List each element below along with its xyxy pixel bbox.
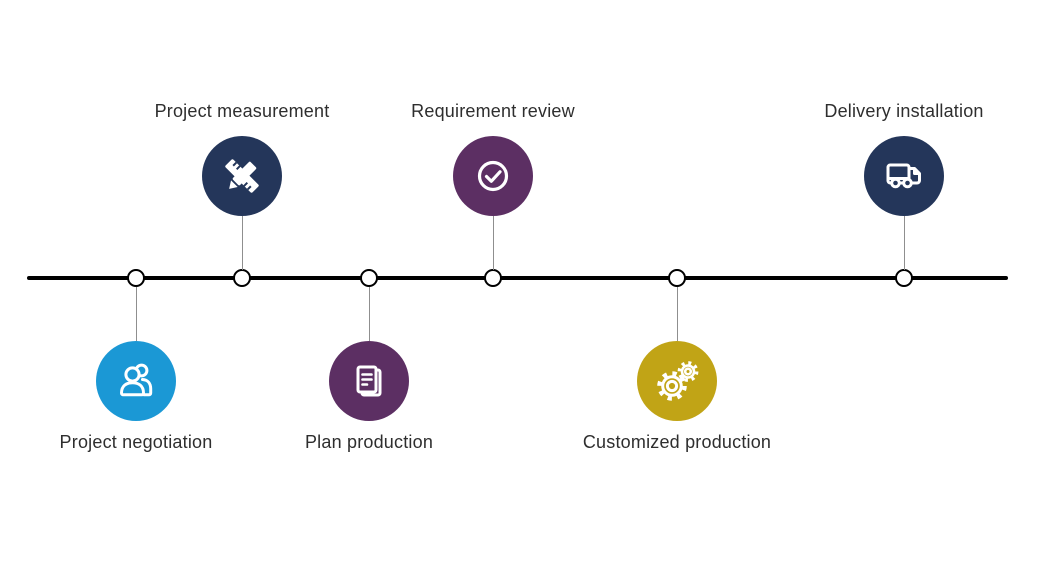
ruler-pencil-icon [225, 159, 259, 193]
milestone-label: Project negotiation [59, 432, 213, 452]
connector-line [492, 216, 494, 270]
timeline-line [27, 276, 1008, 280]
connector-line [135, 287, 137, 341]
document-icon [356, 365, 382, 397]
project-measurement-badge [202, 136, 282, 216]
people-icon [120, 363, 153, 397]
plan-production-badge [329, 341, 409, 421]
milestone-label: Delivery installation [824, 101, 984, 121]
timeline-node [895, 269, 913, 287]
delivery-installation-badge [864, 136, 944, 216]
timeline-node [127, 269, 145, 287]
requirement-review-badge [453, 136, 533, 216]
customized-production-badge [637, 341, 717, 421]
connector-line [241, 216, 243, 270]
timeline-node [668, 269, 686, 287]
milestone-label: Project measurement [154, 101, 330, 121]
milestone-label: Customized production [582, 432, 772, 452]
connector-line [368, 287, 370, 341]
connector-line [903, 216, 905, 270]
timeline-node [484, 269, 502, 287]
gears-icon [657, 361, 699, 401]
timeline-node [360, 269, 378, 287]
project-negotiation-badge [96, 341, 176, 421]
connector-line [676, 287, 678, 341]
milestone-label: Plan production [304, 432, 434, 452]
truck-icon [886, 163, 921, 189]
check-circle-icon [477, 160, 509, 192]
milestone-label: Requirement review [411, 101, 575, 121]
timeline-node [233, 269, 251, 287]
